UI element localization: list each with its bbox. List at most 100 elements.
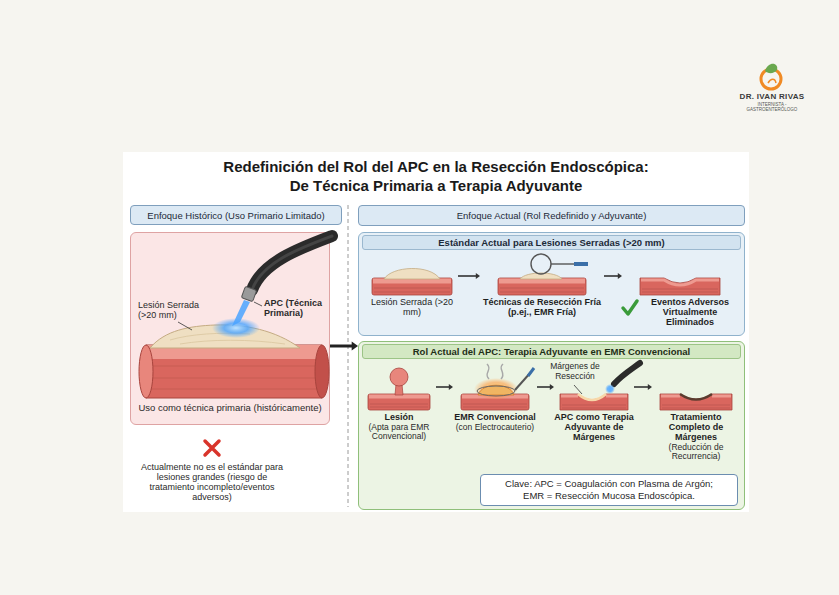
- endoscope: [252, 236, 332, 290]
- node-text: Uso como técnica primaria (históricament…: [137, 403, 323, 414]
- logo-icon: [765, 64, 777, 73]
- tissue-segment: [562, 405, 626, 408]
- apc-probe: [605, 363, 640, 394]
- cold-snare: [551, 263, 574, 264]
- node-text: Lesión: [362, 413, 436, 423]
- smoke: [487, 364, 503, 379]
- connector-line: [436, 386, 449, 388]
- cautery-snare: [515, 368, 534, 390]
- tissue-segment: [498, 273, 586, 295]
- apc-probe: [605, 384, 615, 394]
- cold-snare: [531, 254, 551, 274]
- arrow-head: [648, 384, 652, 390]
- endoscope: [252, 236, 332, 290]
- key-box: Clave: APC = Coagulación con Plasma de A…: [480, 474, 738, 506]
- node-text: Estándar Actual para Lesiones Serradas (…: [362, 235, 741, 250]
- connector-arrow: [436, 384, 453, 390]
- process-step: Tratamiento Completo de Márgenes(Reducci…: [652, 361, 740, 462]
- colon-tube: [139, 345, 153, 398]
- leader-line: [178, 302, 582, 394]
- cold-snare: [574, 262, 588, 266]
- cross-mark: [205, 441, 219, 455]
- connector-line: [634, 386, 648, 388]
- apc-glow: [212, 300, 260, 338]
- node-text: Lesión Serrada (>20 mm): [366, 298, 458, 318]
- arrow-head: [476, 273, 480, 279]
- cross-mark: [205, 441, 219, 455]
- tissue-segment: [374, 288, 450, 292]
- logo-icon: [768, 79, 776, 83]
- connector-arrow: [330, 342, 358, 351]
- node-text: EMR Convencional: [453, 413, 537, 423]
- section-header: Enfoque Actual (Rol Redefinido y Adyuvan…: [358, 205, 745, 226]
- leader-line: [254, 302, 262, 306]
- connector-line: [604, 275, 618, 277]
- node-text: Técnicas de Resección Fría (p.ej., EMR F…: [480, 298, 604, 318]
- connector-line: [537, 386, 550, 388]
- tissue-segment: [370, 404, 428, 407]
- tissue-segment: [662, 405, 730, 408]
- tissue-segment: [680, 394, 712, 400]
- leader-line: [574, 385, 582, 394]
- callout-label: Lesión Serrada (>20 mm): [138, 300, 214, 320]
- tissue-segment: [660, 394, 732, 410]
- tissue-segment: [368, 368, 430, 410]
- logo-subtitle: INTERNISTA - GASTROENTERÓLOGO: [734, 103, 810, 112]
- connector-arrow: [537, 384, 554, 390]
- node-text: Tratamiento Completo de Márgenes: [652, 413, 740, 443]
- node-text: Clave: APC = Coagulación con Plasma de A…: [487, 478, 731, 490]
- connector-arrow: [458, 273, 480, 279]
- arrow-head: [550, 384, 554, 390]
- connector-line: [330, 345, 353, 348]
- node-text: APC como Terapia Adyuvante de Márgenes: [554, 413, 634, 443]
- node-text: (con Electrocauterio): [453, 423, 537, 433]
- apc-probe: [608, 387, 612, 391]
- node-text: Eventos Adversos Virtualmente Eliminados: [640, 298, 740, 328]
- check-mark: [623, 301, 637, 314]
- tissue-segment: [390, 368, 408, 386]
- tissue-segment: [641, 280, 719, 285]
- tissue-segment: [561, 395, 627, 398]
- tissue-segment: [660, 394, 732, 410]
- arrow-head: [449, 384, 453, 390]
- divider-line: [348, 205, 349, 507]
- tissue-segment: [642, 289, 718, 292]
- tissue-segment: [463, 404, 527, 407]
- callout-label: Márgenes de Resección: [544, 362, 606, 381]
- tissue-segment: [372, 268, 452, 295]
- node-text: (Reducción de Recurrencia): [652, 443, 740, 462]
- node-text: Enfoque Actual (Rol Redefinido y Adyuvan…: [457, 210, 647, 221]
- tissue-segment: [500, 288, 584, 292]
- tissue-segment: [384, 268, 440, 279]
- connector-arrow: [634, 384, 652, 390]
- tissue-segment: [640, 278, 720, 295]
- smoke: [487, 364, 503, 379]
- tissue-segment: [461, 378, 529, 410]
- apc-glow: [232, 300, 250, 326]
- node-text: (Apta para EMR Convencional): [362, 423, 436, 442]
- tissue-segment: [578, 394, 606, 400]
- diagram-title: Redefinición del Rol del APC en la Resec…: [212, 157, 660, 195]
- check-mark: [623, 301, 637, 314]
- tissue-segment: [372, 278, 452, 295]
- node-text: Rol Actual del APC: Terapia Adyuvante en…: [362, 344, 741, 359]
- endoscope: [241, 286, 256, 301]
- connector-line: [458, 275, 476, 277]
- logo-icon: [761, 64, 781, 89]
- tissue-segment: [474, 378, 518, 400]
- tissue-segment: [477, 386, 515, 396]
- apc-probe: [614, 363, 640, 384]
- connector-arrow: [604, 273, 622, 279]
- node-text: Enfoque Histórico (Uso Primario Limitado…: [147, 210, 324, 221]
- arrow-head: [618, 273, 622, 279]
- warning-note: Actualmente no es el estándar para lesio…: [133, 462, 291, 502]
- endoscope: [241, 236, 332, 302]
- cautery-snare: [528, 368, 534, 376]
- arrow-head: [352, 342, 358, 351]
- tissue-segment: [640, 278, 720, 295]
- cold-snare: [531, 254, 588, 274]
- colon-tube: [146, 345, 322, 398]
- colon-tube: [139, 345, 329, 398]
- leader-line: [178, 322, 192, 330]
